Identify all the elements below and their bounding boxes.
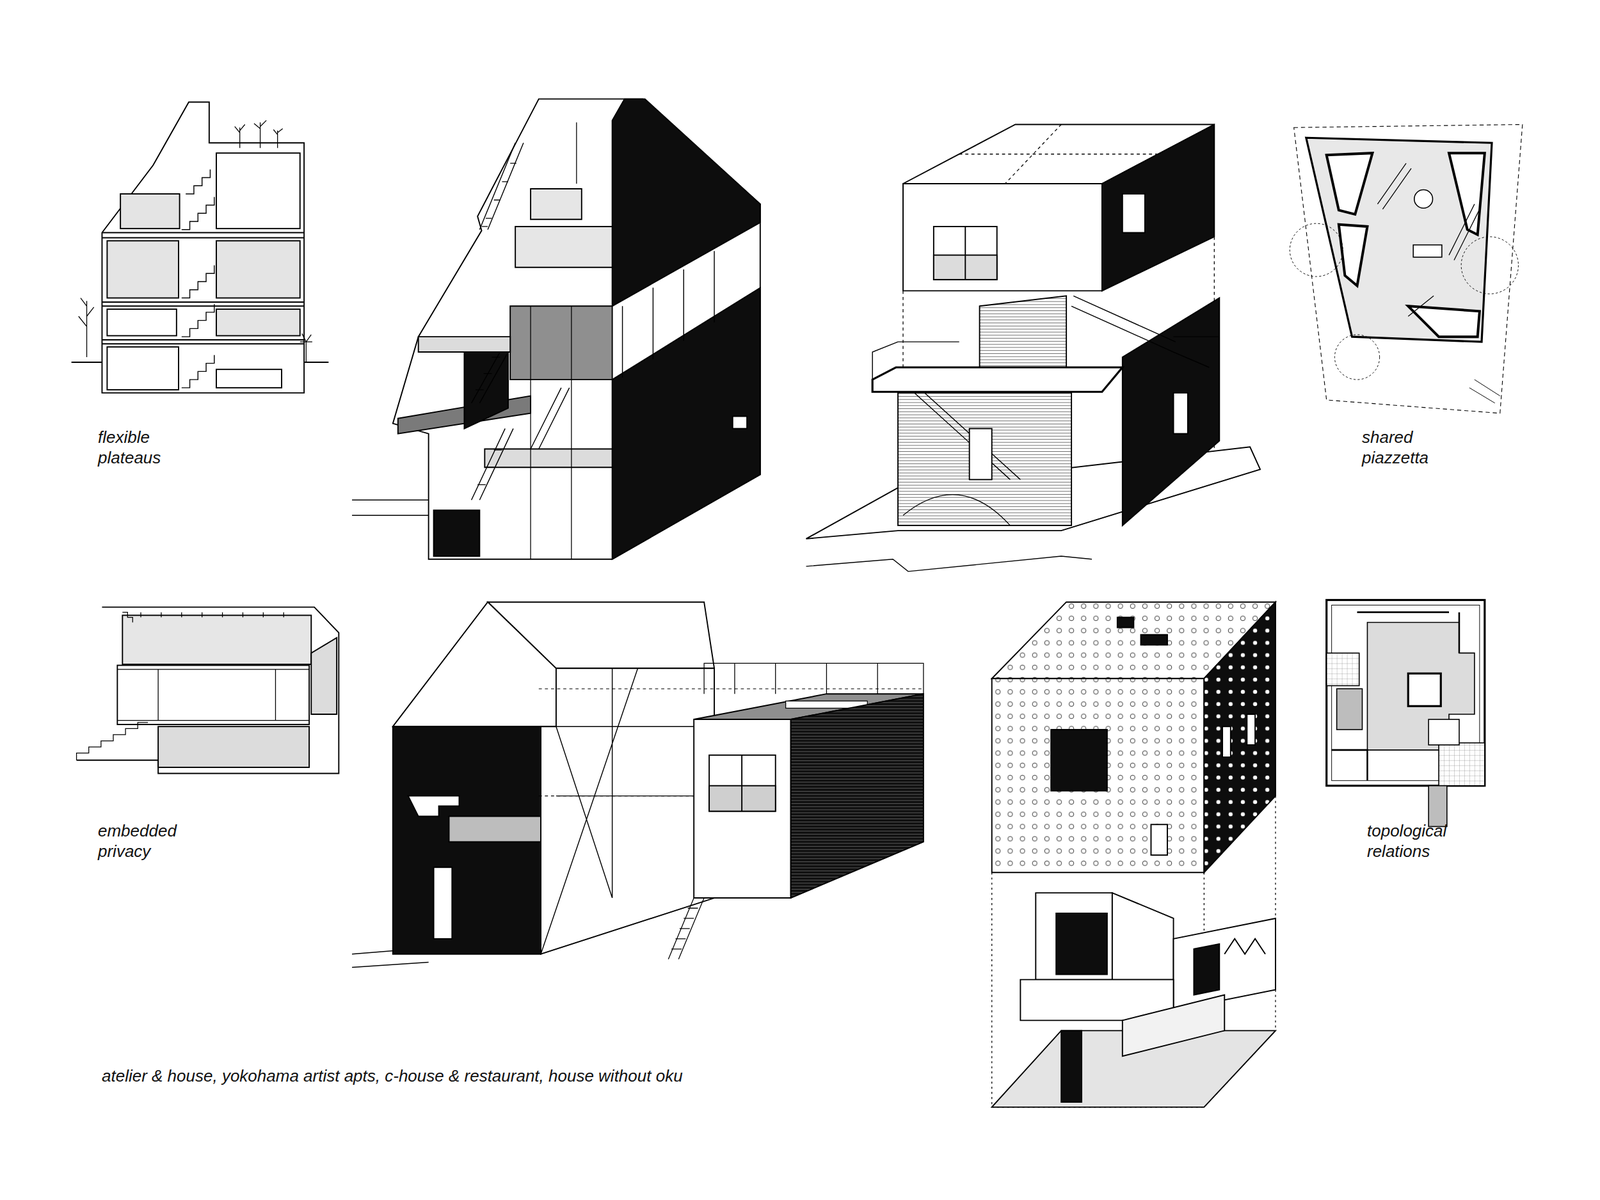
axonometric-atelier [352,99,761,560]
drawing-label: topological relations [1367,821,1447,862]
drawing-label: embedded privacy [97,821,177,862]
section-atelier [71,101,329,393]
sheet-caption: atelier & house, yokohama artist apts, c… [101,1066,683,1087]
axonometric-house-without-oku [992,602,1276,1108]
drawing-label: shared piazzetta [1361,427,1429,468]
axonometric-yokohama [806,124,1261,572]
drawing-label: flexible plateaus [97,427,161,468]
plan-piazzetta [1289,124,1523,414]
drawing-label-box: embedded privacy [97,821,177,862]
sheet-caption-box: atelier & house, yokohama artist apts, c… [101,1066,683,1087]
drawing-label-box: shared piazzetta [1361,427,1429,468]
axonometric-c-house [352,602,924,968]
section-c-house [76,607,340,774]
drawing-label-box: topological relations [1367,821,1447,862]
drawing-label-box: flexible plateaus [97,427,161,468]
plan-topological [1326,600,1485,827]
